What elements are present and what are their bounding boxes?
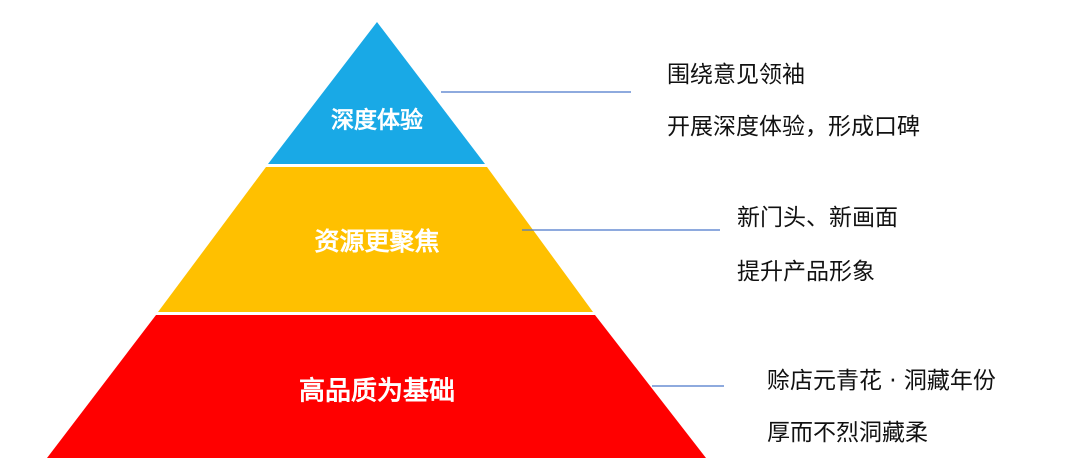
pyramid-tier-middle — [158, 167, 593, 312]
pyramid-tier-top — [268, 22, 485, 164]
note-top-line1: 围绕意见领袖 — [667, 62, 805, 88]
tier-label-top: 深度体验 — [331, 107, 423, 134]
note-bottom-line2: 厚而不烈洞藏柔 — [767, 420, 928, 446]
note-middle-line1: 新门头、新画面 — [737, 205, 898, 231]
note-top-line2: 开展深度体验，形成口碑 — [667, 114, 920, 140]
pyramid-tier-bottom — [47, 315, 706, 458]
tier-label-middle: 资源更聚焦 — [314, 227, 439, 256]
tier-label-bottom: 高品质为基础 — [299, 376, 455, 407]
note-middle-line2: 提升产品形象 — [737, 259, 875, 285]
note-bottom-line1: 赊店元青花 · 洞藏年份 — [767, 368, 996, 394]
